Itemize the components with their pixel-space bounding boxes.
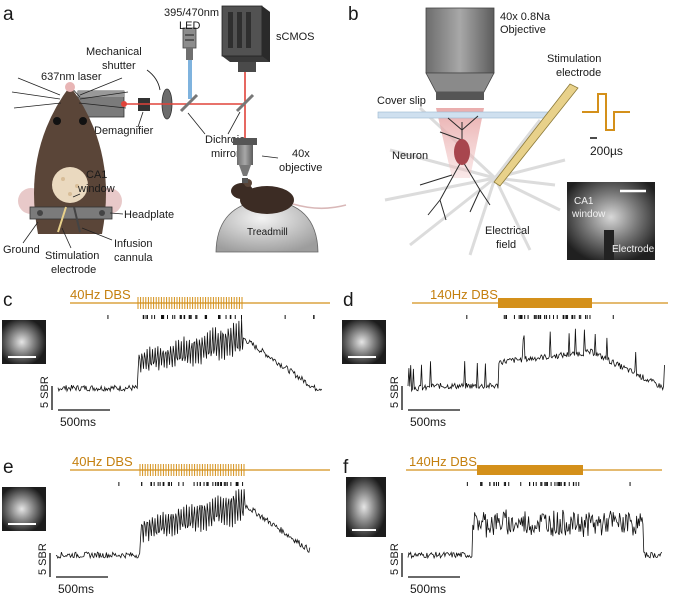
objective-label-2: objective [279, 162, 322, 174]
sbr-scale-label: 5 SBR [39, 376, 51, 408]
stim-block [477, 465, 583, 475]
stim-label: Stimulation [45, 250, 99, 262]
panel-letter: c [3, 290, 13, 311]
panel-letter: d [343, 290, 354, 311]
neuron-icon [419, 115, 491, 221]
field-label-2: field [496, 239, 516, 251]
headplate-label: Headplate [124, 209, 174, 221]
objective-icon [425, 7, 495, 100]
panel-letter: a [3, 4, 14, 25]
infusion-label-2: cannula [114, 252, 153, 264]
camera-icon [221, 5, 270, 72]
time-scale-label: 500ms [58, 582, 94, 596]
panel-letter: f [343, 457, 349, 478]
demagnifier-label: Demagnifier [94, 125, 154, 137]
ground-pointer [22, 221, 39, 244]
dichroic-mirror-1 [179, 93, 199, 113]
objective-pointer [261, 155, 279, 159]
objective-icon [233, 138, 257, 176]
dbs-label: 140Hz DBS [430, 287, 498, 302]
sbr-scale-label: 5 SBR [389, 543, 401, 575]
fluorescence-trace [407, 509, 663, 560]
shutter-label-2: shutter [102, 60, 136, 72]
panel-f: f 140Hz DBS 500ms 5 SBR [343, 454, 663, 596]
stim-electrode-icon [493, 83, 579, 187]
field-label: Electrical [485, 225, 530, 237]
time-scale-label: 500ms [60, 415, 96, 429]
panel-a: a 395/470nm LED sCMOS 637nm [3, 4, 347, 276]
neuron-label: Neuron [392, 150, 428, 162]
inset-window-label-2: window [571, 209, 606, 220]
stim-label-2: electrode [51, 264, 96, 276]
dbs-label: 40Hz DBS [70, 287, 131, 302]
ground-label: Ground [3, 244, 40, 256]
led-icon [182, 27, 197, 60]
objective-label-2: Objective [500, 24, 546, 36]
fluorescence-trace [407, 328, 665, 393]
dichroic-mirror-2 [235, 93, 255, 113]
sbr-scale-label: 5 SBR [37, 543, 49, 575]
panel-letter: e [3, 457, 14, 478]
dbs-label: 140Hz DBS [409, 454, 477, 469]
headplate-pointer [109, 212, 124, 215]
cover-slip [377, 111, 555, 119]
stim-electrode-label-2: electrode [556, 67, 601, 79]
panel-c: c 40Hz DBS 500ms 5 SBR [2, 287, 330, 429]
cell-thumbnail [346, 477, 386, 537]
shutter-arrow [146, 69, 161, 91]
panel-e: e 40Hz DBS 500ms 5 SBR [2, 454, 330, 596]
stim-pulse-icon [582, 93, 630, 131]
dichroic-pointer-2 [227, 111, 241, 135]
shutter-label: Mechanical [86, 46, 142, 58]
dichroic-label-2: mirror [211, 148, 240, 160]
sbr-scale-label: 5 SBR [389, 376, 401, 408]
panel-letter: b [348, 4, 359, 25]
led-label: 395/470nm [164, 7, 219, 19]
demagnifier-pointer [137, 111, 144, 128]
camera-label: sCMOS [276, 31, 315, 43]
inset-electrode-shadow [604, 230, 614, 260]
mouse-icon [231, 178, 347, 214]
dichroic-pointer-1 [187, 112, 206, 135]
fluorescence-trace [55, 489, 311, 560]
cover-slip-label: Cover slip [377, 95, 426, 107]
field-lines [384, 106, 566, 256]
stim-block [498, 298, 592, 308]
treadmill-label: Treadmill [247, 227, 288, 238]
ca1-pointer [72, 193, 81, 198]
inset-electrode-label: Electrode [612, 244, 655, 255]
stim-pointer [61, 227, 72, 249]
objective-label: 40x [292, 148, 310, 160]
infusion-pointer [81, 227, 113, 241]
pulse-scale-label: 200µs [590, 144, 623, 158]
mouse-head-icon [11, 77, 129, 234]
panel-d: d 140Hz DBS 500ms 5 SBR [342, 287, 668, 429]
inset-window-label: CA1 [574, 196, 594, 207]
led-label-2: LED [179, 20, 200, 32]
laser-label: 637nm laser [41, 71, 102, 83]
infusion-label: Infusion [114, 238, 153, 250]
time-scale-label: 500ms [410, 415, 446, 429]
time-scale-label: 500ms [410, 582, 446, 596]
ca1-window-label: CA1 [86, 169, 107, 181]
fluorescence-trace [57, 318, 323, 393]
objective-label: 40x 0.8Na [500, 11, 551, 23]
ca1-window-label-2: window [77, 183, 115, 195]
stim-electrode-label: Stimulation [547, 53, 601, 65]
dbs-label: 40Hz DBS [72, 454, 133, 469]
led-beam [188, 60, 192, 99]
panel-b: b 40x 0.8Na Objective Cover slip [348, 4, 655, 260]
